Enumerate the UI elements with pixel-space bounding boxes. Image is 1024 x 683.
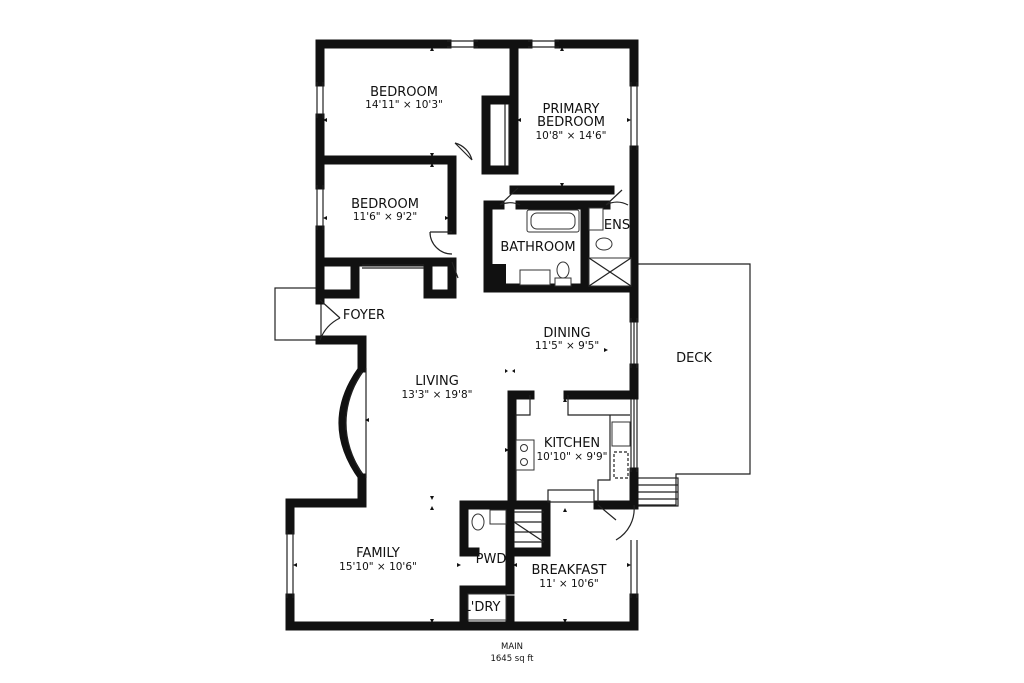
kitchen-dim: 10'10" × 9'9" [537,451,608,463]
level-label: MAIN [501,642,523,652]
breakfast-name: BREAKFAST [532,563,607,578]
family-dim: 15'10" × 10'6" [339,561,417,573]
bath-fixtures [519,207,632,287]
primary-dim: 10'8" × 14'6" [536,130,607,142]
ensuite-name: ENS [604,218,630,233]
bedroom-1-dim: 14'11" × 10'3" [365,99,443,111]
kitchen-name: KITCHEN [544,436,600,451]
living-name: LIVING [415,374,459,389]
bedroom-2-dim: 11'6" × 9'2" [353,211,417,223]
deck-name: DECK [676,351,712,366]
laundry-name: L'DRY [464,600,501,615]
area-label: 1645 sq ft [490,654,534,664]
family-name: FAMILY [356,546,400,561]
bedroom-1-name: BEDROOM [370,85,438,100]
deck-outline [633,263,751,506]
powder-name: PWD [476,552,507,567]
entry-landing [274,287,322,341]
windows [286,40,638,598]
bathroom-name: BATHROOM [500,240,575,255]
deck-steps [635,477,679,507]
bay-window [338,365,367,481]
closet-rails [362,104,510,269]
primary-name-1: PRIMARY [543,102,600,117]
kitchen-fixtures [515,395,631,503]
pwd-fixtures [467,509,545,621]
dining-name: DINING [543,326,590,341]
wall-markers [293,47,631,623]
dining-dim: 11'5" × 9'5" [535,340,599,352]
exterior-walls [285,39,639,631]
duct-block [484,264,506,290]
living-dim: 13'3" × 19'8" [402,389,473,401]
primary-name-2: BEDROOM [537,115,605,130]
doors [319,142,635,541]
breakfast-dim: 11' × 10'6" [539,578,598,590]
bedroom-2-name: BEDROOM [351,197,419,212]
foyer-name: FOYER [343,308,385,323]
